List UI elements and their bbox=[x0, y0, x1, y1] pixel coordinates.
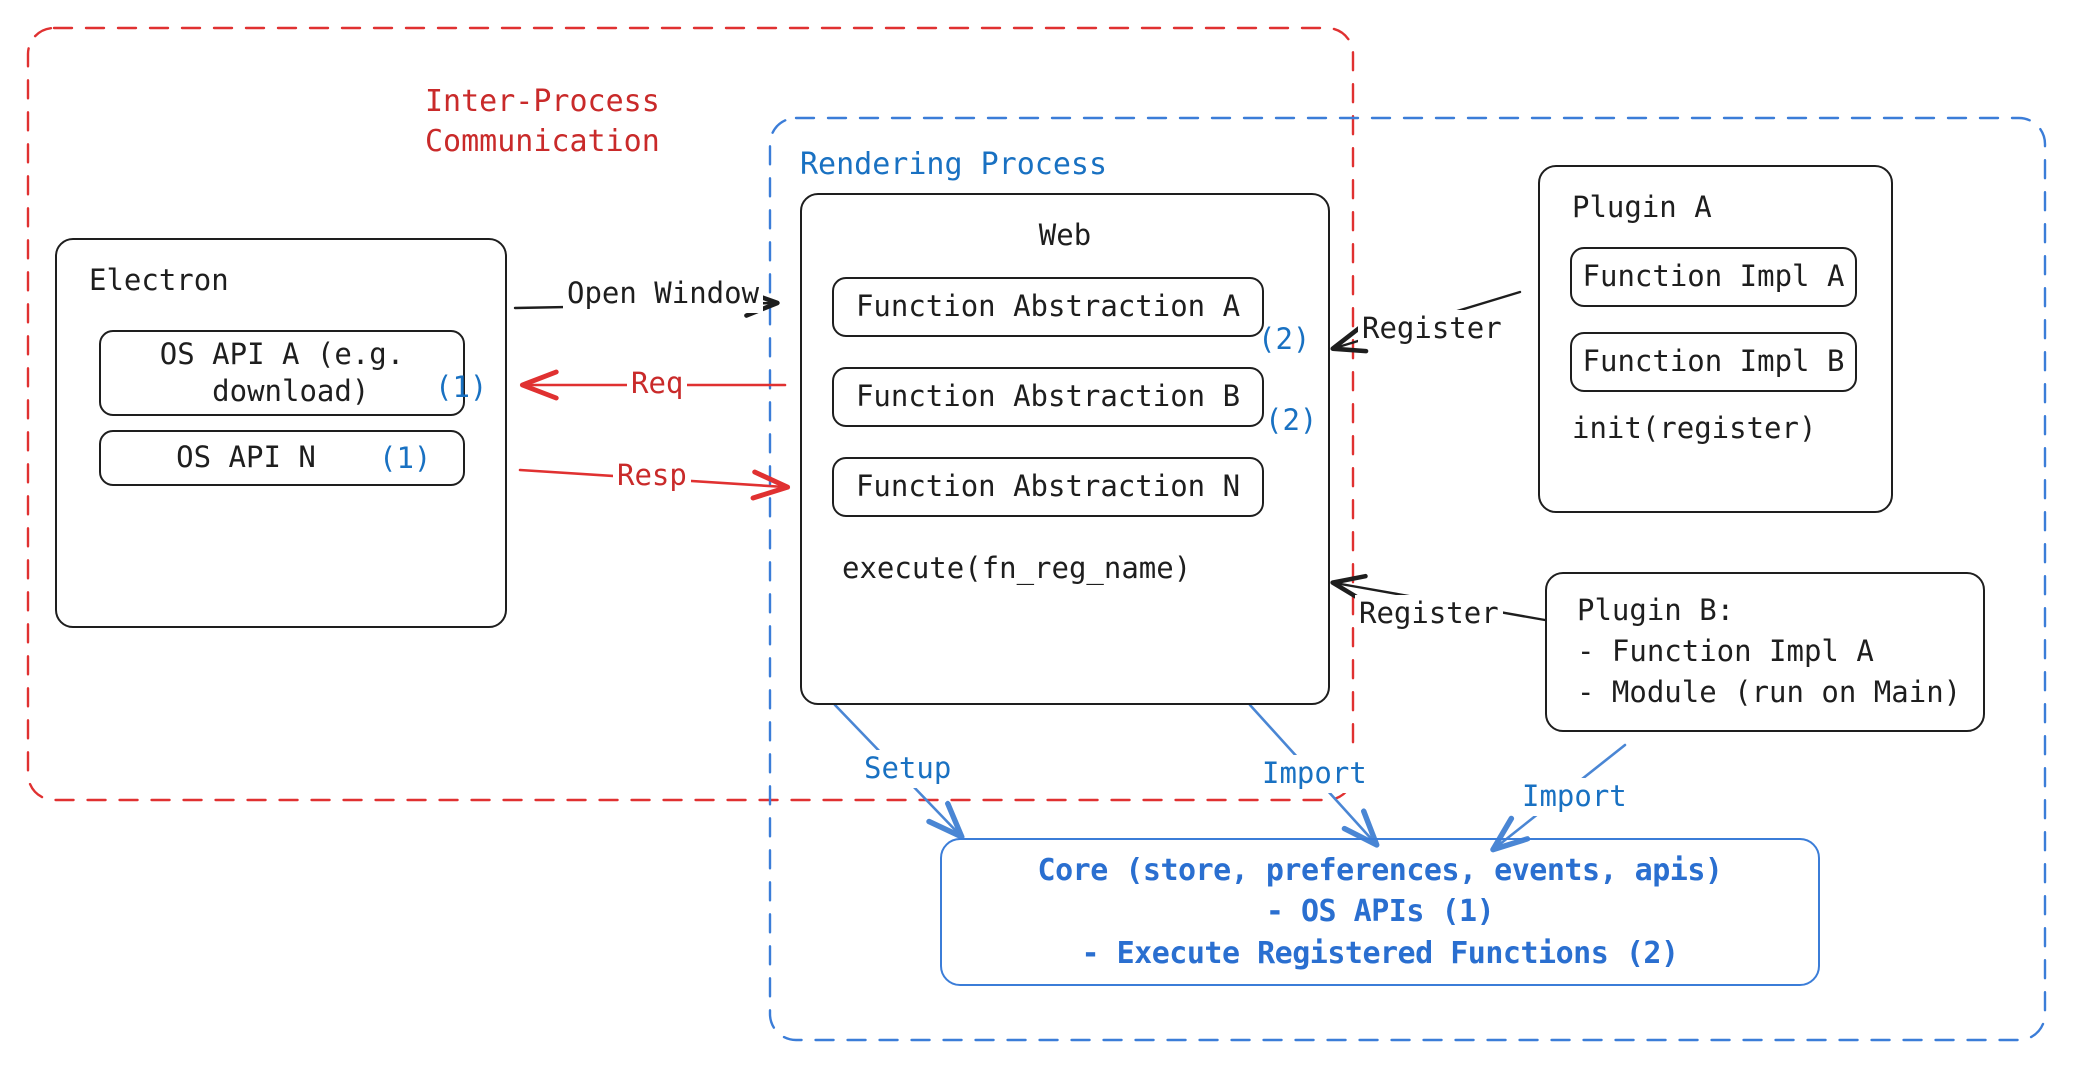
edge-label-import-plugin-b: Import bbox=[1518, 778, 1631, 816]
plugin-b-box[interactable]: Plugin B: - Function Impl A - Module (ru… bbox=[1545, 572, 1985, 732]
os-api-n-label: OS API N bbox=[176, 440, 316, 475]
plugin-a-function-impl-a-label: Function Impl A bbox=[1582, 259, 1845, 294]
edge-label-resp: Resp bbox=[613, 457, 691, 495]
function-abstraction-n-label: Function Abstraction N bbox=[855, 469, 1241, 504]
plugin-b-item-function-impl-a: - Function Impl A bbox=[1577, 634, 1874, 669]
os-api-a-box[interactable]: OS API A (e.g. download) bbox=[99, 330, 465, 416]
rendering-container-label: Rendering Process bbox=[800, 147, 1108, 182]
os-api-n-box[interactable]: OS API N bbox=[99, 430, 465, 486]
edge-label-open-window: Open Window bbox=[563, 275, 764, 313]
edge-label-req: Req bbox=[627, 365, 688, 403]
plugin-a-box[interactable]: Plugin A Function Impl A Function Impl B… bbox=[1538, 165, 1893, 513]
plugin-b-title: Plugin B: bbox=[1577, 593, 1735, 627]
plugin-a-function-impl-b-box[interactable]: Function Impl B bbox=[1570, 332, 1857, 392]
os-api-n-badge: (1) bbox=[379, 441, 432, 475]
web-box[interactable]: Web Function Abstraction A Function Abst… bbox=[800, 193, 1330, 705]
function-abstraction-a-box[interactable]: Function Abstraction A bbox=[832, 277, 1264, 337]
function-abstraction-b-label: Function Abstraction B bbox=[855, 379, 1241, 414]
edge-label-import-web: Import bbox=[1258, 755, 1371, 793]
web-execute-label: execute(fn_reg_name) bbox=[842, 551, 1192, 585]
electron-box[interactable]: Electron OS API A (e.g. download) (1) OS… bbox=[55, 238, 507, 628]
core-line-main: Core (store, preferences, events, apis) bbox=[1037, 852, 1723, 888]
plugin-a-title: Plugin A bbox=[1572, 190, 1712, 224]
core-box[interactable]: Core (store, preferences, events, apis) … bbox=[940, 838, 1820, 986]
plugin-a-function-impl-b-label: Function Impl B bbox=[1582, 344, 1845, 379]
electron-title: Electron bbox=[89, 263, 229, 297]
core-line-os-apis: - OS APIs (1) bbox=[1265, 894, 1495, 930]
edge-label-setup: Setup bbox=[860, 750, 956, 788]
web-title: Web bbox=[1038, 218, 1092, 252]
edge-label-register-a: Register bbox=[1358, 310, 1506, 348]
os-api-a-label: OS API A (e.g. download) bbox=[159, 336, 405, 408]
function-abstraction-a-label: Function Abstraction A bbox=[855, 289, 1241, 324]
edge-label-register-b: Register bbox=[1355, 595, 1503, 633]
function-abstraction-a-badge: (2) bbox=[1258, 322, 1311, 356]
core-line-execute: - Execute Registered Functions (2) bbox=[1081, 935, 1679, 971]
function-abstraction-b-box[interactable]: Function Abstraction B bbox=[832, 367, 1264, 427]
plugin-b-item-module: - Module (run on Main) bbox=[1577, 675, 1962, 710]
ipc-container-label: Inter-Process Communication bbox=[425, 84, 660, 159]
os-api-a-badge: (1) bbox=[435, 370, 488, 404]
function-abstraction-b-badge: (2) bbox=[1265, 403, 1318, 437]
function-abstraction-n-box[interactable]: Function Abstraction N bbox=[832, 457, 1264, 517]
plugin-a-function-impl-a-box[interactable]: Function Impl A bbox=[1570, 247, 1857, 307]
plugin-a-init-label: init(register) bbox=[1572, 411, 1817, 445]
